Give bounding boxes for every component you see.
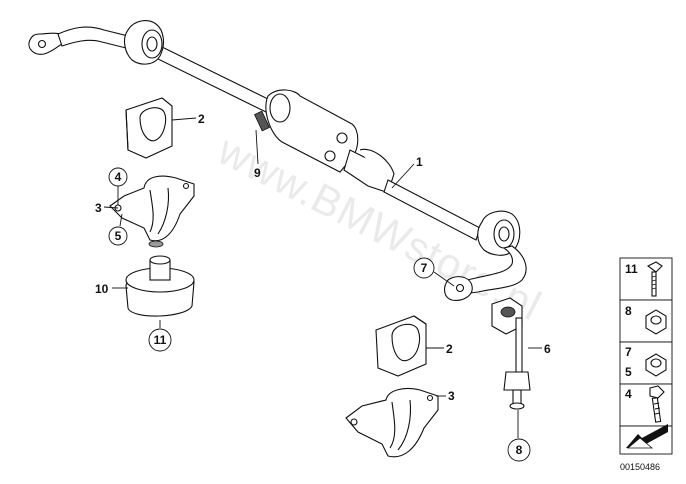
callout-3-lower: 3 [448, 389, 455, 403]
callout-circle-8 [507, 438, 531, 462]
legend-label-8: 8 [625, 304, 632, 318]
rubber-bearing [125, 255, 195, 317]
legend-label-11: 11 [625, 262, 638, 276]
callout-7: 7 [421, 261, 428, 275]
hex-nut-icon [645, 309, 667, 335]
callout-circle-11 [148, 328, 172, 352]
callout-2-lower: 2 [446, 342, 453, 356]
callout-4: 4 [115, 170, 122, 184]
screw-icon [646, 261, 663, 297]
bracket-upper [109, 175, 195, 248]
legend-label-5: 5 [625, 365, 632, 379]
callout-10: 10 [95, 282, 109, 296]
leader-lines [103, 117, 542, 438]
legend-label-7: 7 [625, 345, 632, 359]
direction-arrow-icon [626, 424, 668, 449]
callout-11: 11 [154, 333, 167, 347]
stabilizer-link [491, 297, 531, 410]
legend-label-4: 4 [625, 387, 632, 401]
bolt-icon [649, 385, 665, 423]
rubber-mount-upper [125, 97, 173, 159]
callout-2-upper: 2 [198, 112, 205, 126]
callout-5: 5 [115, 229, 122, 243]
callout-circle-4 [108, 167, 128, 187]
callout-circle-7 [413, 257, 435, 279]
callout-3-upper: 3 [95, 201, 102, 215]
callout-6: 6 [544, 342, 551, 356]
callout-9: 9 [254, 166, 261, 180]
stabilizer-bar [28, 20, 527, 301]
rubber-mount-lower [375, 315, 427, 377]
callout-circle-5 [108, 226, 128, 246]
callout-8: 8 [516, 443, 523, 457]
legend-row-11 [619, 257, 673, 301]
collar-nut-icon [645, 353, 667, 377]
bracket-lower [345, 387, 439, 458]
callout-1: 1 [416, 155, 423, 169]
callouts: 1 2 2 3 3 6 9 10 4 5 11 7 8 [95, 112, 551, 462]
legend-panel: 11 8 7 5 4 [619, 257, 673, 472]
diagram-code: 00150486 [620, 462, 660, 472]
